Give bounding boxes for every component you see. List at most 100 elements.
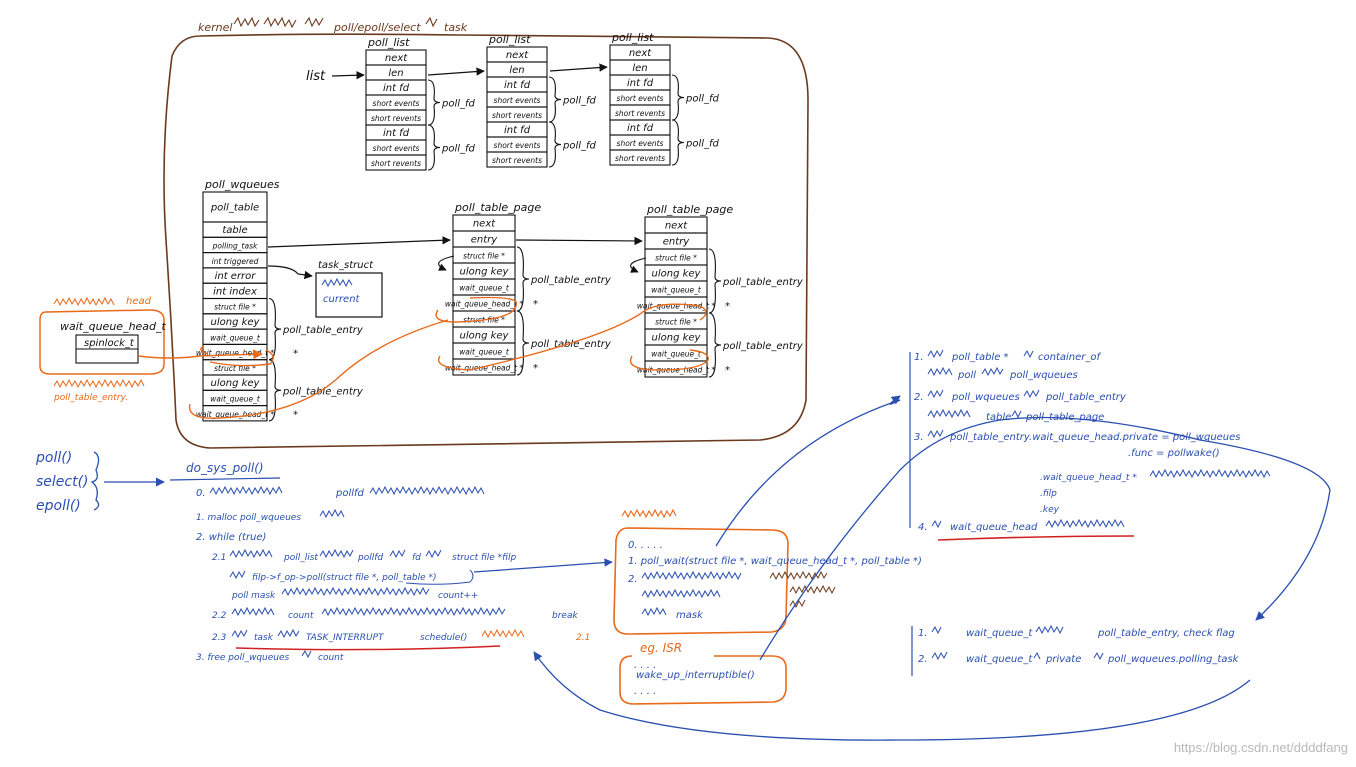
flow-arrows bbox=[533, 395, 1331, 741]
ptp1-entry-1-brace bbox=[516, 246, 530, 312]
poll-table-circle bbox=[405, 569, 474, 585]
ptp2-star-1: * bbox=[725, 301, 730, 312]
rn-3-assign: poll_table_entry.wait_queue_head.private… bbox=[949, 432, 1241, 443]
pwq-field-11: ulong key bbox=[211, 378, 261, 389]
task-struct-box: task_struct current bbox=[315, 260, 383, 318]
rb-2-private: private bbox=[1045, 654, 1081, 665]
ptp2-entry-1-label: poll_table_entry bbox=[722, 277, 804, 288]
rb-2-wait-queue: wait_queue_t bbox=[966, 654, 1033, 665]
step-0-scribble bbox=[209, 485, 283, 496]
pl3-field-7: short revents bbox=[615, 154, 665, 163]
spinlock-label: spinlock_t bbox=[84, 338, 135, 349]
list-variable-label: list bbox=[306, 69, 326, 84]
ptp2-field-6: struct file * bbox=[655, 318, 697, 327]
step-2-1-scribble-d bbox=[425, 549, 442, 559]
driver-wait-queue-head: head wait_queue_head_t spinlock_t poll_t… bbox=[39, 296, 167, 403]
step-2-3-schedule: schedule() bbox=[420, 633, 467, 643]
step-0-pollfd: pollfd bbox=[335, 488, 365, 499]
pl2-pollfd-2-brace bbox=[548, 121, 562, 168]
step-2-1-call: filp->f_op->poll(struct file *, poll_tab… bbox=[252, 573, 437, 583]
step-3: 3. free poll_wqueues bbox=[196, 653, 290, 663]
pwq-entry-1-brace bbox=[268, 297, 282, 361]
poll-impl-box: 0. . . . . 1. poll_wait(struct file *, w… bbox=[613, 508, 922, 635]
rb-1-scribble-a bbox=[931, 625, 942, 635]
rn-2-num: 2. bbox=[914, 392, 924, 403]
rn-2-table: table bbox=[986, 412, 1011, 423]
rn-3-scribble-b bbox=[1149, 468, 1271, 479]
driver-head-type: wait_queue_head_t bbox=[60, 320, 167, 333]
step-1: 1. malloc poll_wqueues bbox=[196, 513, 301, 523]
pl3-field-6: short events bbox=[617, 139, 664, 148]
step-2: 2. while (true) bbox=[196, 532, 266, 543]
pwq-field-cell bbox=[202, 405, 268, 422]
rn-1-poll: poll bbox=[957, 370, 976, 381]
rn-1-poll-table: poll_table * bbox=[951, 352, 1009, 363]
pwq-title: poll_wqueues bbox=[204, 178, 280, 191]
pl1-field-5: int fd bbox=[383, 128, 410, 139]
poll-impl-step-2-scribble-c bbox=[641, 606, 667, 617]
pwq-field-5: int index bbox=[213, 286, 257, 297]
pwq-field-4: int error bbox=[215, 271, 257, 282]
pl1-field-0: next bbox=[385, 53, 408, 64]
arrow-wakeup-return bbox=[533, 651, 1251, 741]
pl2-pollfd-1-brace bbox=[548, 76, 562, 123]
pl2-field-1: len bbox=[509, 65, 524, 76]
ptp2-field-2: struct file * bbox=[655, 254, 697, 263]
step-2-1-scribble-a bbox=[229, 548, 273, 559]
poll-impl-side-note-2 bbox=[789, 584, 836, 595]
isr-box: eg. ISR . . . . wake_up_interruptible() … bbox=[619, 641, 787, 705]
wait-queue-links bbox=[137, 296, 709, 419]
right-notes-top: 1. poll_table * container_of poll poll_w… bbox=[909, 349, 1271, 541]
step-2-1-mask-scribble bbox=[281, 586, 430, 597]
pl1-field-6: short events bbox=[373, 144, 420, 153]
ptp1-field-2: struct file * bbox=[463, 252, 505, 261]
step-1-scribble bbox=[319, 508, 345, 519]
pwq-field-8: wait_queue_t bbox=[210, 333, 261, 342]
pwq-field-12: wait_queue_t bbox=[210, 394, 261, 403]
poll-impl-step-0: 0. . . . . bbox=[628, 540, 663, 551]
ptp1-field-9: wait_queue_head_t * bbox=[445, 364, 524, 373]
pwq-field-2: polling_task bbox=[212, 241, 258, 250]
rn-4-scribble-b bbox=[1045, 518, 1125, 529]
ptp2-star-2: * bbox=[725, 365, 730, 376]
pwq-star-1: * bbox=[293, 348, 298, 359]
rn-2-scribble-a bbox=[927, 389, 944, 399]
ptp1-entry-1-label: poll_table_entry bbox=[530, 275, 612, 286]
rn-3-key: .key bbox=[1040, 505, 1060, 515]
pl1-field-1: len bbox=[388, 68, 403, 79]
entry-pointer-arrow-1 bbox=[438, 255, 455, 271]
pl1-pollfd-1-label: poll_fd bbox=[441, 99, 476, 110]
pl2-pollfd-1-label: poll_fd bbox=[562, 96, 597, 107]
page-next-arrow bbox=[515, 236, 643, 246]
pl3-field-3: short events bbox=[617, 94, 664, 103]
rb-1-wait-queue: wait_queue_t bbox=[966, 628, 1033, 639]
ptp2-field-3: ulong key bbox=[652, 269, 702, 280]
step-2-1-scribble-c bbox=[389, 549, 406, 559]
pl3-field-cell bbox=[609, 149, 671, 166]
step-2-3-scribble-b bbox=[277, 628, 300, 639]
kernel-region: kernel poll/epoll/select task bbox=[163, 16, 809, 449]
step-2-2-break: break bbox=[552, 611, 578, 621]
rb-2-scribble-a bbox=[931, 651, 948, 661]
rn-1-scribble-c bbox=[927, 366, 953, 377]
step-2-2-scribble-a bbox=[231, 606, 275, 617]
kernel-boundary bbox=[163, 33, 809, 449]
rn-3-func: .func = pollwake() bbox=[1128, 448, 1220, 459]
ptp2-entry-2-label: poll_table_entry bbox=[722, 341, 804, 352]
step-2-1-num: 2.1 bbox=[212, 553, 226, 563]
ptp1-star-2: * bbox=[533, 363, 538, 374]
pl2-field-7: short revents bbox=[492, 156, 542, 165]
pl2-field-4: short revents bbox=[492, 111, 542, 120]
poll-impl-title-scribble bbox=[621, 508, 677, 519]
step-2-2-count: count bbox=[288, 611, 314, 621]
ptp2-title: poll_table_page bbox=[646, 203, 733, 216]
ptp2-field-7: ulong key bbox=[652, 333, 702, 344]
rn-3-num: 3. bbox=[914, 432, 924, 443]
watermark: https://blog.csdn.net/ddddfang bbox=[1174, 740, 1348, 755]
rn-2-scribble-d bbox=[1011, 409, 1022, 419]
pl2-field-3: short events bbox=[494, 96, 541, 105]
pwq-entry-2-label: poll_table_entry bbox=[282, 386, 364, 397]
